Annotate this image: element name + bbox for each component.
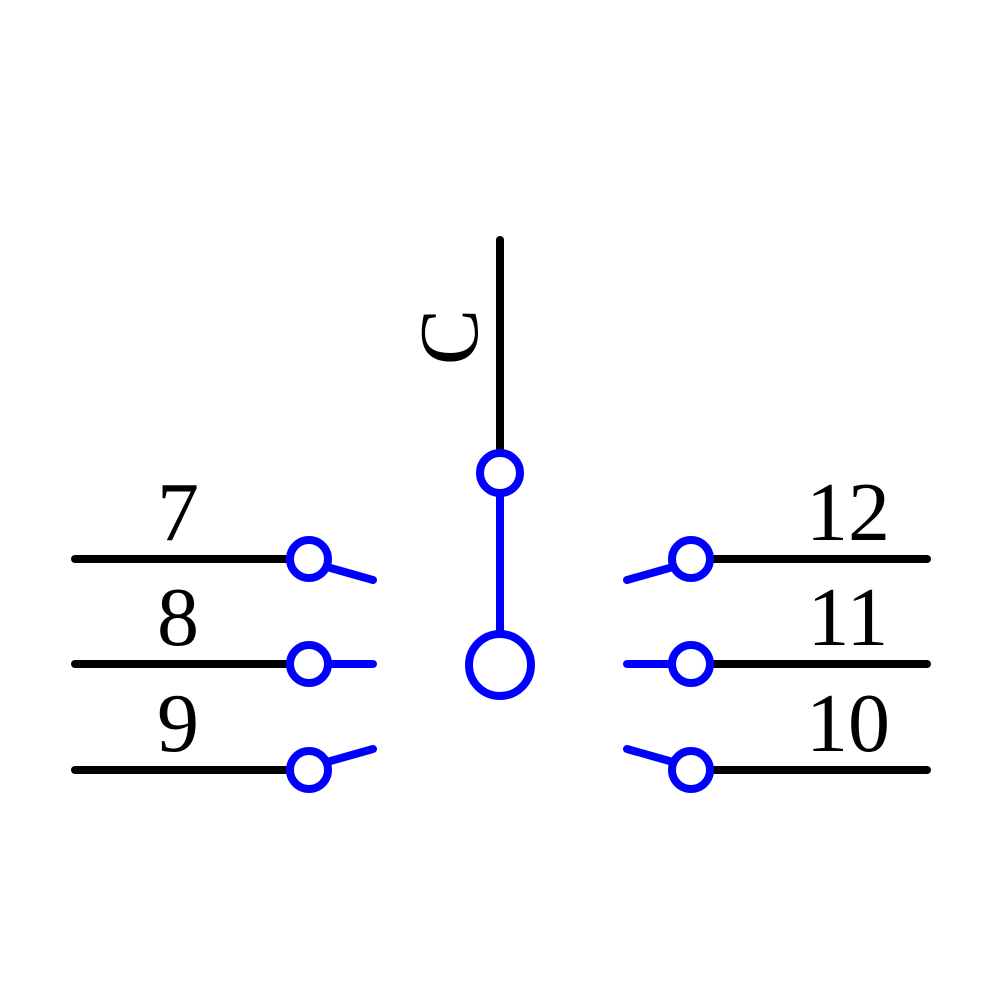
- common-terminal-circle: [476, 449, 524, 497]
- common-label: C: [403, 309, 496, 365]
- contact-12-stub: [623, 563, 677, 584]
- label-10: 10: [806, 677, 890, 770]
- contact-9-circle: [286, 747, 332, 793]
- contact-9-stub: [323, 745, 377, 766]
- label-8: 8: [157, 571, 199, 664]
- wiper-pivot-circle: [465, 630, 535, 700]
- contact-12-circle: [668, 536, 714, 582]
- contact-10-circle: [668, 747, 714, 793]
- label-7: 7: [157, 466, 199, 559]
- contact-8-circle: [286, 641, 332, 687]
- contact-10-stub: [623, 745, 677, 766]
- label-12: 12: [806, 466, 890, 559]
- label-11: 11: [808, 571, 889, 664]
- contact-7-stub: [323, 563, 377, 584]
- contact-7-circle: [286, 536, 332, 582]
- label-9: 9: [157, 677, 199, 770]
- contact-11-circle: [668, 641, 714, 687]
